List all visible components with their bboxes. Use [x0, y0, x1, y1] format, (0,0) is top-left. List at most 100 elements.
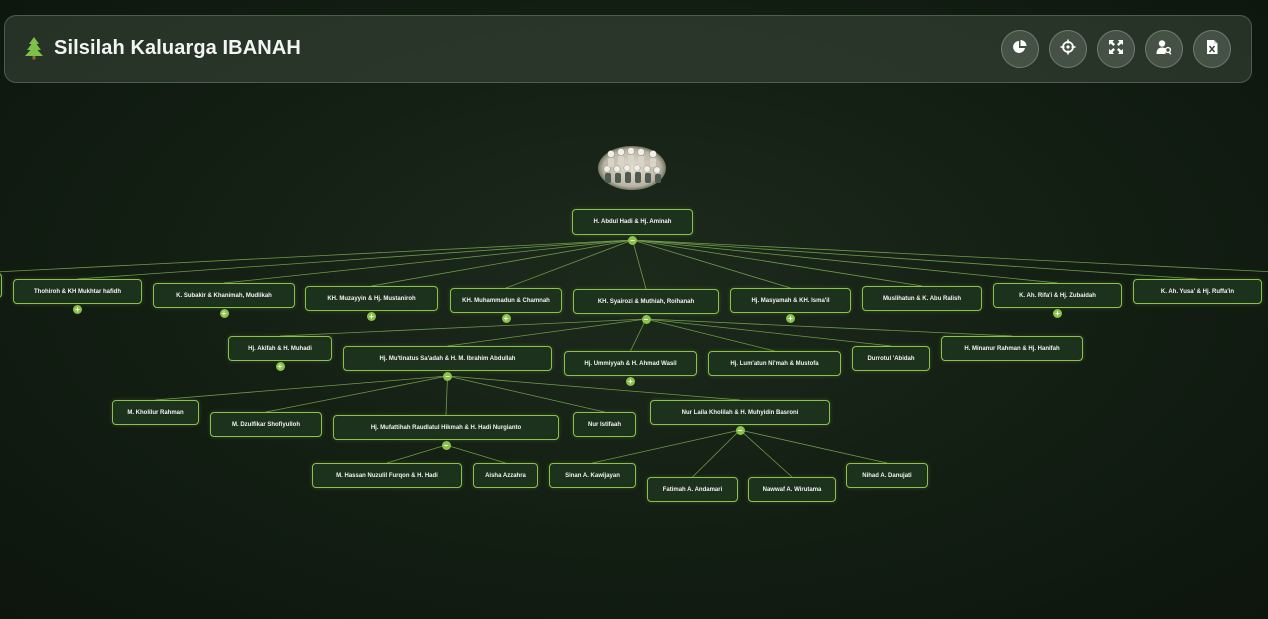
tree-edge	[223, 239, 633, 284]
tree-edge	[632, 239, 1058, 284]
tree-node[interactable]: K. Subakir & Khanimah, Mudlikah	[153, 283, 295, 308]
tree-edge	[279, 318, 647, 337]
tree-node[interactable]: KH. Muhammadun & Chamnah	[450, 288, 562, 313]
tree-node[interactable]: KH. Syairozi & Muthiah, Roihanah	[573, 289, 719, 314]
tree-node[interactable]: Aisha Azzahra	[473, 463, 538, 488]
collapse-node-button[interactable]: −	[735, 425, 745, 435]
export-button[interactable]	[1193, 30, 1231, 68]
tree-edge	[645, 318, 1013, 337]
tree-node[interactable]: H. Abdul Hadi & Hj. Aminah	[572, 209, 693, 235]
tree-edge	[447, 375, 741, 401]
collapse-node-button[interactable]: −	[641, 314, 651, 324]
tree-node-label: H. Minanur Rahman & Hj. Hanifah	[964, 345, 1060, 352]
tree-node[interactable]: H. Minanur Rahman & Hj. Hanifah	[941, 336, 1083, 361]
pie-chart-icon	[1012, 39, 1028, 60]
fullscreen-button[interactable]	[1097, 30, 1135, 68]
tree-node-label: KH. Syairozi & Muthiah, Roihanah	[597, 298, 695, 305]
tree-node[interactable]: KH. Muzayyin & Hj. Mustaniroh	[305, 286, 438, 311]
tree-edge	[645, 318, 892, 347]
tree-node-label: Nihad A. Danujati	[862, 472, 912, 479]
collapse-node-button[interactable]: −	[628, 235, 637, 245]
expand-node-button[interactable]: +	[1053, 308, 1062, 318]
tree-node[interactable]: Hj. Lum'atun Ni'mah & Mustofa	[708, 351, 841, 376]
tree-node[interactable]: Thohiroh & KH Mukhtar hafidh	[13, 279, 142, 304]
user-search-icon	[1156, 39, 1172, 60]
expand-node-button[interactable]: +	[367, 311, 376, 321]
tree-node[interactable]: Hj. Mufattihah Raudlatul Hikmah & H. Had…	[333, 415, 559, 440]
tree-node-label: Hj. Masyamah & KH. Isma'il	[751, 297, 830, 304]
tree-node-label: KH. Muhammadun & Chamnah	[462, 297, 550, 304]
tree-edge	[739, 429, 793, 478]
tree-node-label: M. Hassan Nuzulil Furqon & H. Hadi	[336, 472, 438, 479]
tree-node-label: M. Dzulfikar Shofiyulloh	[231, 421, 300, 428]
tree-node[interactable]: K. Ah. Rifa'i & Hj. Zubaidah	[993, 283, 1122, 308]
expand-node-button[interactable]: +	[219, 308, 229, 318]
collapse-node-button[interactable]: −	[441, 440, 451, 450]
tree-edge	[386, 444, 447, 464]
tree-node-label: Nur Istifaah	[587, 421, 621, 428]
tree-node[interactable]: Hj. Masyamah & KH. Isma'il	[730, 288, 851, 313]
tree-node-label: Nawwaf A. Wirutama	[762, 486, 822, 493]
tree-node-label: KH. Muzayyin & Hj. Mustaniroh	[327, 295, 416, 302]
tree-node[interactable]: Nihad A. Danujati	[846, 463, 928, 488]
tree-node[interactable]: Nur Istifaah	[573, 412, 636, 437]
tree-node[interactable]: M. Kholilur Rahman	[112, 400, 199, 425]
tree-node-label: K. Subakir & Khanimah, Mudlikah	[176, 292, 272, 299]
tree-node-label: M. Kholilur Rahman	[127, 409, 184, 416]
tree-node-offscreen[interactable]	[0, 273, 2, 298]
tree-node[interactable]: M. Hassan Nuzulil Furqon & H. Hadi	[312, 463, 462, 488]
expand-node-button[interactable]: +	[275, 361, 285, 371]
tree-edge	[632, 239, 1268, 273]
tree-node-label: Thohiroh & KH Mukhtar hafidh	[34, 288, 121, 295]
tree-node[interactable]: Nur Laila Kholilah & H. Muhyidin Basroni	[650, 400, 830, 425]
tree-node[interactable]: Nawwaf A. Wirutama	[748, 477, 836, 502]
center-button[interactable]	[1049, 30, 1087, 68]
tree-icon	[24, 36, 44, 60]
tree-node-label: Fatimah A. Andamari	[662, 486, 723, 493]
root-family-photo	[597, 142, 667, 190]
tree-node[interactable]: Fatimah A. Andamari	[647, 477, 738, 502]
expand-node-button[interactable]: +	[501, 313, 511, 323]
tree-edge	[445, 444, 506, 464]
tree-edge	[630, 318, 647, 352]
crosshairs-icon	[1060, 39, 1076, 60]
tree-edge	[632, 239, 647, 290]
tree-node-label: Hj. Lum'atun Ni'mah & Mustofa	[730, 360, 819, 367]
tree-node[interactable]: M. Dzulfikar Shofiyulloh	[210, 412, 322, 437]
tree-edge	[447, 318, 647, 347]
app-header: Silsilah Kaluarga IBANAH	[4, 15, 1252, 83]
tree-edge	[632, 239, 1198, 280]
user-search-button[interactable]	[1145, 30, 1183, 68]
tree-node[interactable]: Durrotul 'Abidah	[852, 346, 930, 371]
page-title: Silsilah Kaluarga IBANAH	[54, 36, 301, 59]
expand-node-button[interactable]: +	[73, 304, 82, 314]
tree-edge	[265, 375, 448, 413]
tree-edge	[592, 429, 741, 464]
tree-edge	[632, 239, 791, 289]
tree-node-label: Hj. Ummiyyah & H. Ahmad Wasil	[584, 360, 677, 367]
tree-node[interactable]: Hj. Ummiyyah & H. Ahmad Wasil	[564, 351, 697, 376]
tree-edge	[155, 375, 448, 401]
tree-node[interactable]: Hj. Akifah & H. Muhadi	[228, 336, 332, 361]
tree-node-label: Muslihatun & K. Abu Ralish	[882, 295, 962, 302]
tree-edge	[371, 239, 633, 287]
tree-node[interactable]: Hj. Mu'tinatus Sa'adah & H. M. Ibrahim A…	[343, 346, 552, 371]
tree-edge	[505, 239, 633, 289]
excel-file-icon	[1204, 39, 1220, 60]
tree-node[interactable]: K. Ah. Yusa' & Hj. Ruffa'in	[1133, 279, 1262, 304]
tree-node-label: H. Abdul Hadi & Hj. Aminah	[593, 219, 672, 225]
expand-node-button[interactable]: +	[626, 376, 635, 386]
tree-node-label: Durrotul 'Abidah	[867, 355, 915, 362]
expand-node-button[interactable]: +	[786, 313, 795, 323]
tree-node[interactable]: Sinan A. Kawijayan	[549, 463, 636, 488]
tree-node-label: Nur Laila Kholilah & H. Muhyidin Basroni	[681, 409, 799, 416]
tree-node-label: Hj. Akifah & H. Muhadi	[248, 345, 312, 352]
tree-edge	[0, 239, 633, 273]
expand-icon	[1108, 39, 1124, 60]
tree-edge	[77, 239, 633, 280]
tree-node-label: Sinan A. Kawijayan	[565, 472, 620, 479]
tree-node[interactable]: Muslihatun & K. Abu Ralish	[862, 286, 982, 311]
stats-button[interactable]	[1001, 30, 1039, 68]
collapse-node-button[interactable]: −	[443, 371, 452, 381]
